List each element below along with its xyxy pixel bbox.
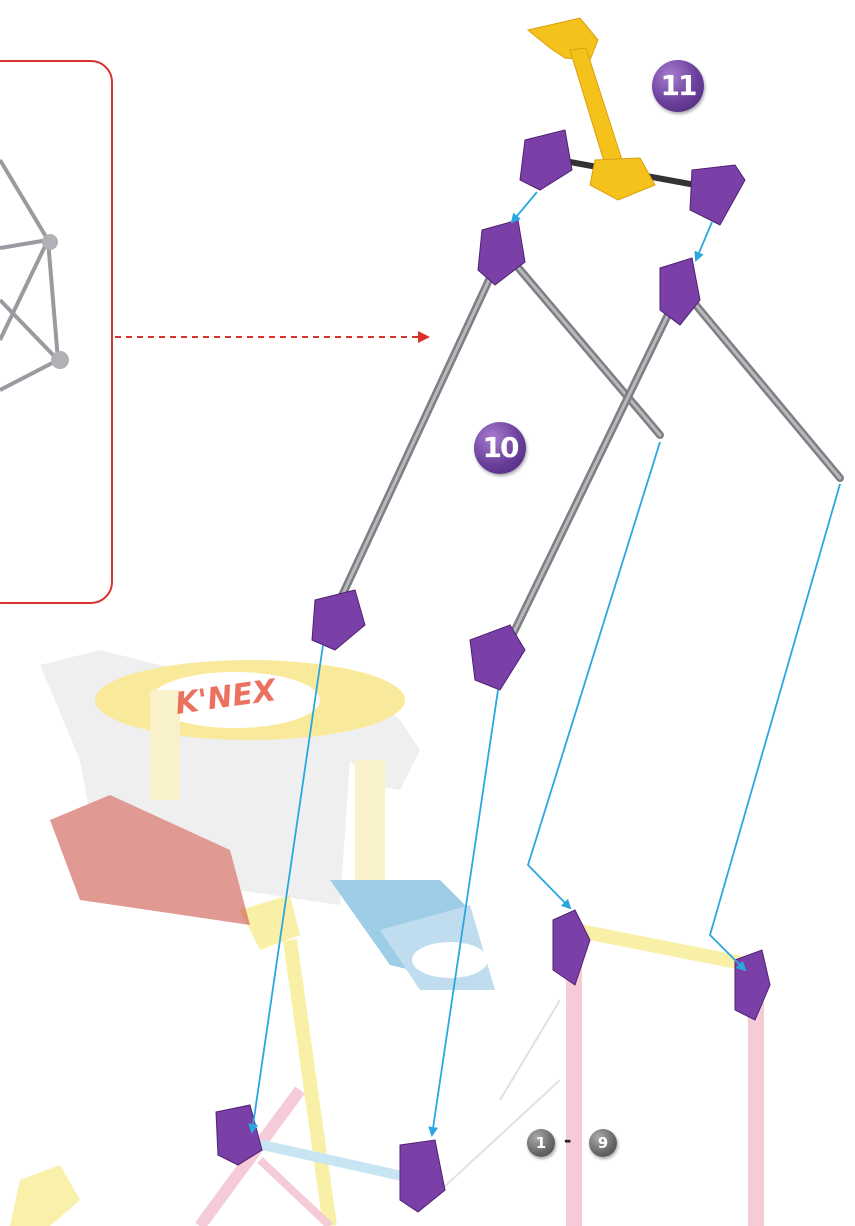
step-range-dash: -: [564, 1127, 571, 1153]
step-10-badge: 10: [474, 422, 526, 474]
step-range-start-badge: 1: [527, 1129, 555, 1157]
grey-rods: [340, 158, 840, 640]
step-range-end-badge: 9: [589, 1129, 617, 1157]
callout-model-fragment: [0, 160, 58, 390]
step-11-badge: 11: [652, 60, 704, 112]
